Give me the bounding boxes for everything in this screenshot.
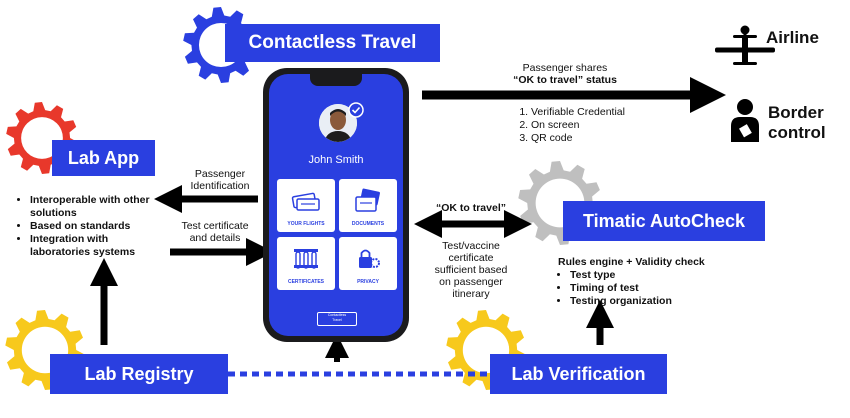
border-control-label: Border control: [768, 103, 826, 143]
contactless-travel-banner: Contactless Travel: [225, 24, 440, 62]
credential-methods: Verifiable Credential On screen QR code: [517, 106, 657, 145]
label-line: itinerary: [452, 288, 490, 300]
label-line: certificate: [448, 252, 494, 264]
logo-line: Travel: [332, 318, 342, 322]
label-line: on passenger: [439, 276, 503, 288]
rule-item: Test type: [570, 269, 758, 282]
test-vaccine-label: Test/vaccine certificate sufficient base…: [425, 240, 517, 300]
tile-documents[interactable]: DOCUMENTS: [339, 179, 397, 232]
avatar: [319, 104, 357, 142]
tile-certificates[interactable]: CERTIFICATES: [277, 237, 335, 290]
logo-line: Contactless: [327, 313, 347, 317]
label-line: and details: [189, 232, 241, 244]
timatic-autocheck-banner: Timatic AutoCheck: [563, 201, 765, 241]
rule-item: Timing of test: [570, 282, 758, 295]
label-line: Test certificate: [181, 220, 249, 232]
arrows: [90, 77, 726, 362]
label-line: Identification: [190, 180, 250, 192]
lab-verification-banner: Lab Verification: [490, 354, 667, 394]
label-line: sufficient based: [434, 264, 508, 276]
label-line: Passenger shares: [522, 62, 608, 74]
airline-label: Airline: [766, 28, 819, 47]
rules-heading: Rules engine + Validity check: [558, 256, 705, 268]
label-line: Passenger: [194, 168, 246, 180]
user-name: John Smith: [308, 154, 364, 166]
timatic-rules: Rules engine + Validity check Test type …: [558, 256, 758, 308]
tile-label: PRIVACY: [357, 279, 379, 285]
tile-your-flights[interactable]: YOUR FLIGHTS: [277, 179, 335, 232]
documents-icon: [355, 188, 380, 212]
ok-to-travel-label: “OK to travel”: [435, 202, 506, 214]
test-certificate-label: Test certificate and details: [170, 220, 260, 244]
tile-privacy[interactable]: PRIVACY: [339, 237, 397, 290]
passenger-identification-label: Passenger Identification: [180, 168, 260, 192]
contactless-travel-logo: Contactless Travel: [317, 312, 357, 326]
tile-label: CERTIFICATES: [287, 279, 325, 285]
lab-registry-banner: Lab Registry: [50, 354, 228, 394]
airplane-icon: [715, 25, 775, 65]
label-line: Test/vaccine: [442, 240, 500, 252]
tickets-icon: [291, 192, 320, 211]
person-icon: [731, 99, 759, 142]
check-badge-icon: [348, 102, 364, 118]
feature-item: Based on standards: [30, 220, 168, 233]
lock-gear-icon: [359, 249, 380, 268]
feature-item: Interoperable with other solutions: [30, 194, 168, 220]
border-line-1: Border: [768, 103, 824, 122]
label-line: “OK to travel” status: [513, 74, 617, 86]
lab-app-banner: Lab App: [52, 140, 155, 176]
lab-app-features: Interoperable with other solutions Based…: [18, 194, 168, 259]
border-line-2: control: [768, 123, 826, 142]
credential-item: Verifiable Credential: [531, 106, 657, 119]
rule-item: Testing organization: [570, 295, 758, 308]
passenger-shares-label: Passenger shares “OK to travel” status: [485, 62, 645, 86]
test-tubes-icon: [294, 249, 318, 269]
credential-item: QR code: [531, 132, 657, 145]
tile-label: YOUR FLIGHTS: [287, 221, 325, 227]
phone-notch: [310, 74, 362, 86]
phone-screen: John Smith YOUR FLIGHTS DOCUMENTS CERTIF…: [269, 74, 403, 336]
credential-item: On screen: [531, 119, 657, 132]
tile-label: DOCUMENTS: [351, 221, 385, 227]
feature-item: Integration with laboratories systems: [30, 233, 168, 259]
